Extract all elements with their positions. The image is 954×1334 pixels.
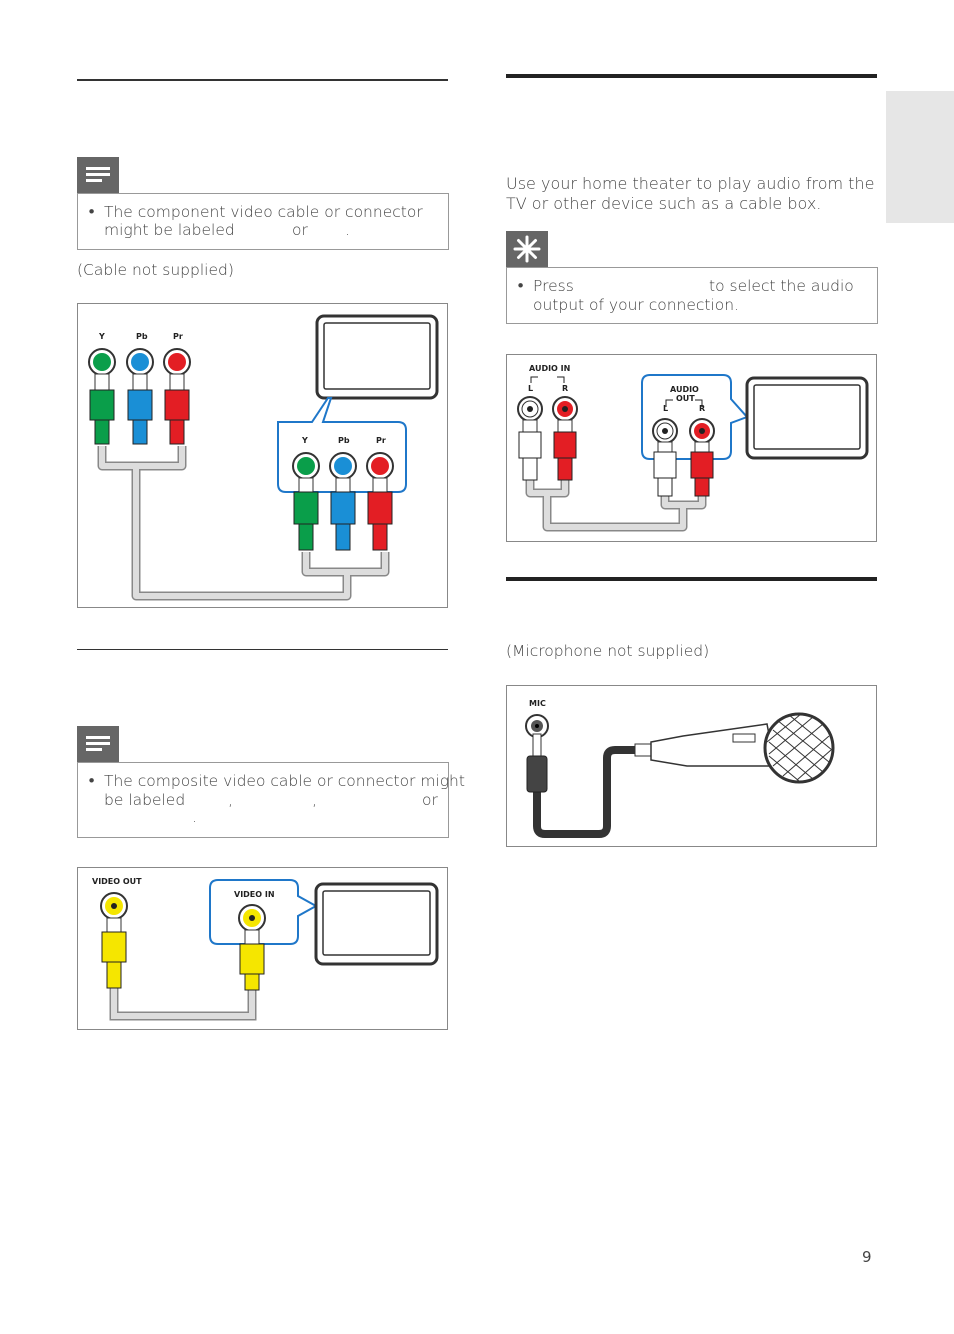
component-video-figure: Y Pb Pr Y Pb Pr <box>77 303 448 608</box>
audio-intro-line1: Use your home theater to play audio from… <box>506 174 875 193</box>
audio-tip-box <box>506 267 878 324</box>
chapter-tab <box>886 91 954 223</box>
section-rule-audio <box>506 74 877 78</box>
tv-icon <box>315 314 439 400</box>
audio-connectors <box>517 396 715 497</box>
tip-icon <box>513 235 541 263</box>
audio-out-label2: OUT <box>676 394 695 403</box>
tv-icon <box>314 882 439 966</box>
composite-note-line3: . <box>192 808 197 826</box>
tv-label-y: Y <box>301 436 308 445</box>
audio-connection-figure: AUDIO IN L R AUDIO OUT L R <box>506 354 877 542</box>
composite-note-box <box>77 762 449 838</box>
mic-jack-icon <box>525 714 549 738</box>
component-note-line2c: . <box>345 221 350 239</box>
section-rule-composite <box>77 649 448 650</box>
audio-tip-line2: output of your connection. <box>533 296 740 314</box>
audio-out-label1: AUDIO <box>670 385 699 394</box>
component-note-box <box>77 193 449 250</box>
tv-icon <box>745 376 869 460</box>
composite-note-line2b: , <box>228 791 233 809</box>
bullet: • <box>87 772 97 790</box>
label-pr: Pr <box>173 332 183 341</box>
source-connectors: Y Pb Pr <box>88 332 191 445</box>
video-in-label: VIDEO IN <box>234 890 275 899</box>
tip-badge <box>506 231 548 267</box>
audio-in-l: L <box>528 384 533 393</box>
video-out-label: VIDEO OUT <box>92 877 142 886</box>
mic-label: MIC <box>529 699 546 708</box>
note-icon <box>86 736 110 751</box>
audio-intro-line2: TV or other device such as a cable box. <box>506 194 822 213</box>
bullet: • <box>516 277 526 295</box>
audio-tip-text-b: to select the audio <box>709 277 854 295</box>
label-y: Y <box>98 332 105 341</box>
audio-out-l: L <box>663 404 668 413</box>
composite-note-line2d: or <box>422 791 438 809</box>
yellow-connectors <box>100 892 266 991</box>
audio-in-label: AUDIO IN <box>529 364 570 373</box>
page-number: 9 <box>862 1248 872 1266</box>
mic-plug <box>526 733 548 793</box>
tv-label-pr: Pr <box>376 436 386 445</box>
audio-tip-text-a: Press <box>533 277 574 295</box>
microphone-icon <box>634 712 835 784</box>
audio-in-r: R <box>562 384 568 393</box>
composite-note-line1: The composite video cable or connector m… <box>104 772 465 790</box>
component-note-line2b: or <box>292 221 308 239</box>
composite-note-line2a: be labeled <box>104 791 186 809</box>
note-badge <box>77 726 119 762</box>
audio-out-r: R <box>699 404 705 413</box>
mic-caption: (Microphone not supplied) <box>506 642 710 660</box>
microphone-figure: MIC <box>506 685 877 847</box>
component-note-line2a: might be labeled <box>104 221 235 239</box>
tv-connectors: Y Pb Pr <box>292 436 394 551</box>
component-caption: (Cable not supplied) <box>77 261 234 279</box>
note-icon <box>86 167 110 182</box>
composite-note-line2c: , <box>312 791 317 809</box>
bullet: • <box>87 203 97 221</box>
label-pb: Pb <box>136 332 148 341</box>
tv-label-pb: Pb <box>338 436 350 445</box>
component-note-line1: The component video cable or connector <box>104 203 423 221</box>
section-rule-component <box>77 79 448 81</box>
section-rule-mic <box>506 577 877 581</box>
note-badge <box>77 157 119 193</box>
composite-video-figure: VIDEO OUT VIDEO IN <box>77 867 448 1030</box>
